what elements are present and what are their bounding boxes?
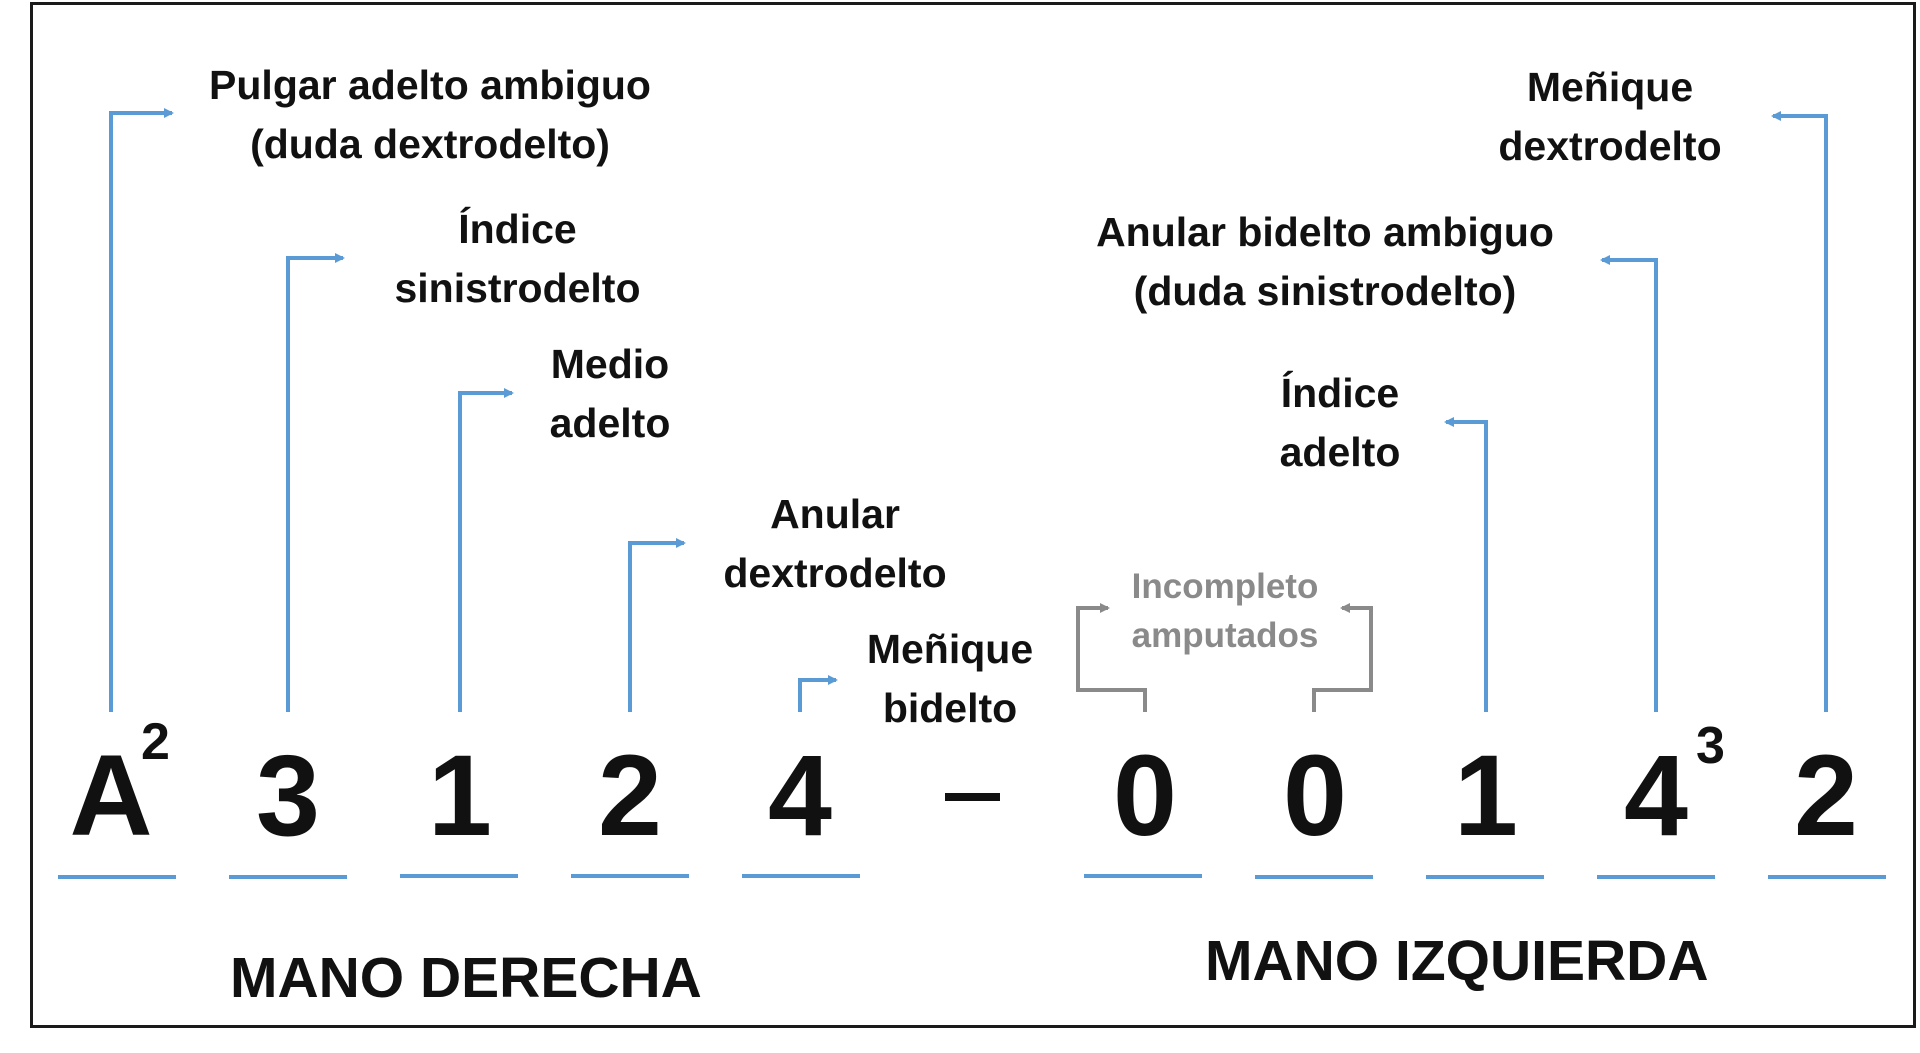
formula-separator	[945, 793, 1000, 801]
connector-indice-right	[286, 253, 345, 712]
formula-char-7: 0	[1283, 732, 1347, 860]
connector-medio-right	[458, 388, 514, 712]
formula-char-5: 4	[768, 732, 832, 860]
hand-label-left: MANO IZQUIERDA	[1205, 929, 1709, 993]
label-pulgar-right: Pulgar adelto ambiguo(duda dextrodelto)	[209, 62, 651, 167]
superscript-a: 2	[141, 713, 170, 771]
connector-anular-right	[628, 538, 686, 712]
connector-incompleto-a	[1076, 603, 1147, 712]
connector-incompleto-b	[1312, 603, 1373, 712]
connector-menique-right	[798, 675, 838, 712]
formula-char-4: 2	[598, 732, 662, 860]
connector-menique-left	[1771, 111, 1828, 712]
formula-char-8: 1	[1454, 732, 1518, 860]
diagram-frame	[30, 2, 1916, 1028]
formula-char-1: A	[69, 732, 153, 860]
formula-char-9: 4	[1624, 732, 1688, 860]
connector-pulgar-right	[109, 108, 174, 712]
formula-char-2: 3	[256, 732, 320, 860]
formula-char-3: 1	[428, 732, 492, 860]
superscript-four: 3	[1696, 717, 1725, 775]
connector-indice-left	[1444, 417, 1488, 712]
connector-anular-left	[1600, 255, 1658, 712]
formula-char-10: 2	[1794, 732, 1858, 860]
label-anular-left: Anular bidelto ambiguo(duda sinistrodelt…	[1096, 209, 1554, 314]
formula-char-6: 0	[1113, 732, 1177, 860]
hand-label-right: MANO DERECHA	[230, 946, 702, 1010]
